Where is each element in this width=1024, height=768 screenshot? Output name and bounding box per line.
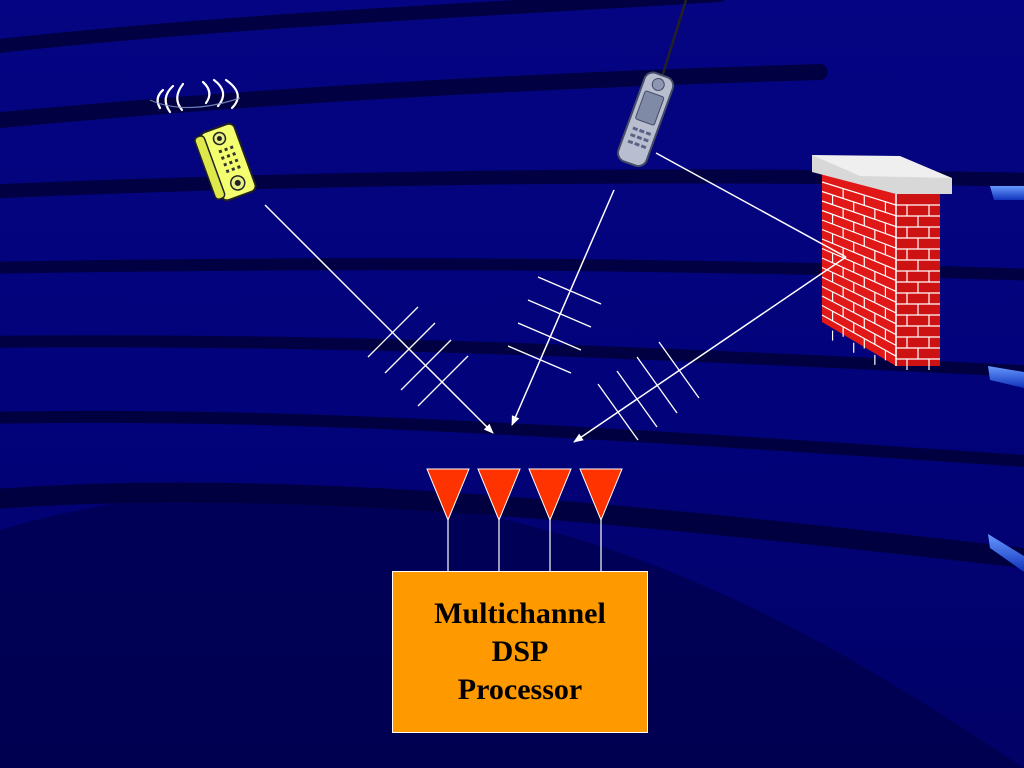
signal-paths — [264, 152, 847, 443]
signal-path-cell-direct — [511, 189, 615, 426]
antenna-element-4 — [579, 468, 623, 522]
signal-path-cell-to-wall — [655, 152, 847, 258]
dsp-processor-box: Multichannel DSP Processor — [392, 571, 648, 733]
wavefront-cordless — [367, 306, 469, 407]
processor-label-line1: Multichannel — [434, 597, 606, 630]
antenna-element-1 — [426, 468, 470, 522]
antenna-element-2 — [477, 468, 521, 522]
antenna-array — [426, 468, 623, 571]
wavefront-cell — [507, 276, 602, 374]
wavefronts — [367, 276, 700, 441]
wavefront-reflection — [597, 341, 700, 441]
processor-label-line3: Processor — [457, 673, 583, 706]
edge-accents — [988, 186, 1024, 572]
signal-path-wall-reflection — [573, 256, 847, 443]
cordless-phone-icon — [149, 78, 257, 202]
antenna-element-3 — [528, 468, 572, 522]
background-swooshes — [0, 0, 1024, 569]
cell-phone-icon — [616, 0, 688, 168]
signal-path-cordless — [264, 204, 494, 434]
brick-wall-icon — [812, 155, 952, 370]
processor-label-line2: DSP — [491, 635, 549, 668]
